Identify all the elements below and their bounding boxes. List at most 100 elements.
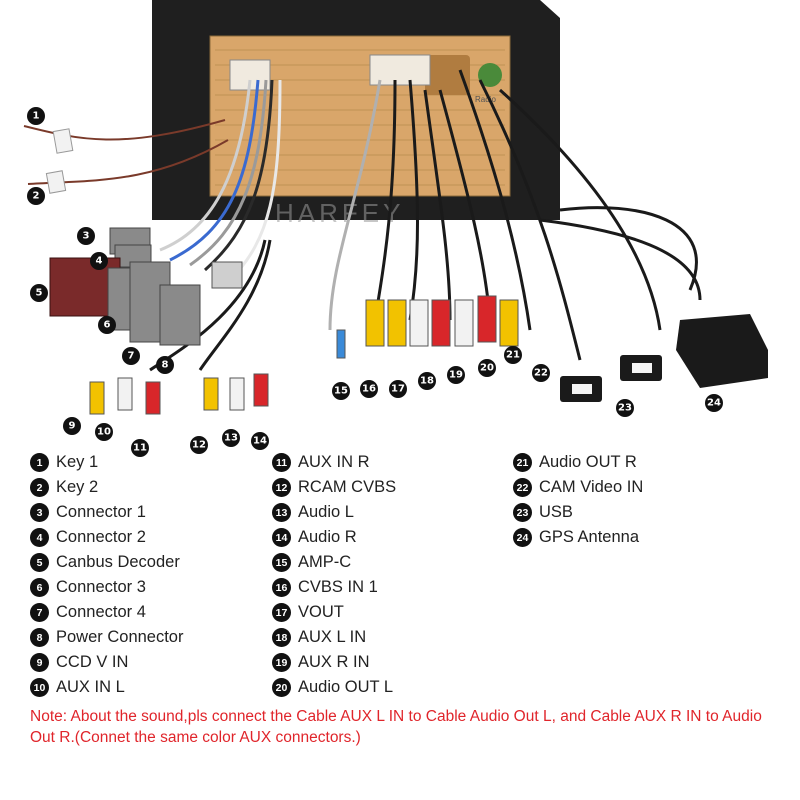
- callout-24: 24: [705, 394, 723, 412]
- legend-item: 1 Key 1: [30, 450, 183, 475]
- legend-number-badge: 21: [513, 453, 532, 472]
- callout-markers: 1 2 3 4 5 6 7 8 9 10 11 12 13 14 15 16 1…: [27, 107, 723, 457]
- legend-item: 12 RCAM CVBS: [272, 475, 396, 500]
- wiring-note: Note: About the sound,pls connect the Ca…: [30, 708, 762, 746]
- legend-number-badge: 5: [30, 553, 49, 572]
- legend-item: 19 AUX R IN: [272, 650, 396, 675]
- legend-label: AUX R IN: [298, 653, 370, 671]
- legend-label: USB: [539, 503, 573, 521]
- legend-label: Connector 2: [56, 528, 146, 546]
- legend-item: 20 Audio OUT L: [272, 675, 396, 700]
- legend-number-badge: 8: [30, 628, 49, 647]
- key-wires: [23, 119, 229, 194]
- callout-5: 5: [30, 284, 48, 302]
- callout-14: 14: [251, 432, 269, 450]
- legend-column-3: 21 Audio OUT R 22 CAM Video IN 23 USB 24 GPS…: [513, 450, 643, 550]
- legend-item: 22 CAM Video IN: [513, 475, 643, 500]
- callout-9: 9: [63, 417, 81, 435]
- svg-text:17: 17: [391, 384, 405, 395]
- svg-text:20: 20: [480, 363, 494, 374]
- legend-number-badge: 15: [272, 553, 291, 572]
- legend-number-badge: 3: [30, 503, 49, 522]
- legend-number-badge: 13: [272, 503, 291, 522]
- svg-text:2: 2: [33, 191, 40, 202]
- connectors: [49, 227, 243, 346]
- legend-number-badge: 20: [272, 678, 291, 697]
- svg-text:13: 13: [224, 433, 238, 444]
- legend-item: 23 USB: [513, 500, 643, 525]
- svg-text:24: 24: [707, 398, 721, 409]
- legend-number-badge: 23: [513, 503, 532, 522]
- legend-label: Connector 4: [56, 603, 146, 621]
- callout-16: 16: [360, 380, 378, 398]
- legend-label: Audio OUT R: [539, 453, 637, 471]
- svg-text:7: 7: [128, 351, 135, 362]
- legend-label: Key 1: [56, 453, 99, 471]
- svg-text:4: 4: [96, 256, 103, 267]
- callout-19: 19: [447, 366, 465, 384]
- svg-text:10: 10: [97, 427, 111, 438]
- svg-text:16: 16: [362, 384, 376, 395]
- callout-15: 15: [332, 382, 350, 400]
- legend-number-badge: 2: [30, 478, 49, 497]
- legend-number-badge: 12: [272, 478, 291, 497]
- legend-number-badge: 17: [272, 603, 291, 622]
- callout-10: 10: [95, 423, 113, 441]
- legend-label: CAM Video IN: [539, 478, 644, 496]
- legend-number-badge: 11: [272, 453, 291, 472]
- legend-label: Audio OUT L: [298, 678, 394, 696]
- radio-label: Radio: [475, 95, 496, 104]
- legend-label: GPS Antenna: [539, 528, 639, 546]
- callout-1: 1: [27, 107, 45, 125]
- legend-label: Power Connector: [56, 628, 184, 646]
- legend-item: 2 Key 2: [30, 475, 183, 500]
- svg-text:23: 23: [618, 403, 632, 414]
- wire-bundle: [149, 69, 662, 372]
- legend-item: 21 Audio OUT R: [513, 450, 643, 475]
- callout-20: 20: [478, 359, 496, 377]
- legend-number-badge: 22: [513, 478, 532, 497]
- svg-text:11: 11: [133, 443, 147, 454]
- callout-22: 22: [532, 364, 550, 382]
- svg-text:14: 14: [253, 436, 267, 447]
- legend-label: Canbus Decoder: [56, 553, 180, 571]
- legend-number-badge: 6: [30, 578, 49, 597]
- legend-label: AUX IN L: [56, 678, 125, 696]
- callout-3: 3: [77, 227, 95, 245]
- svg-text:21: 21: [506, 350, 520, 361]
- callout-7: 7: [122, 347, 140, 365]
- callout-11: 11: [131, 439, 149, 457]
- legend-number-badge: 16: [272, 578, 291, 597]
- legend-number-badge: 24: [513, 528, 532, 547]
- legend-number-badge: 10: [30, 678, 49, 697]
- svg-text:18: 18: [420, 376, 434, 387]
- callout-23: 23: [616, 399, 634, 417]
- legend-number-badge: 7: [30, 603, 49, 622]
- usb-and-gps: [539, 206, 768, 402]
- rca-plugs: [89, 295, 519, 415]
- legend-label: RCAM CVBS: [298, 478, 397, 496]
- callout-12: 12: [190, 436, 208, 454]
- legend-label: VOUT: [298, 603, 344, 621]
- svg-text:3: 3: [83, 231, 90, 242]
- svg-text:1: 1: [33, 111, 40, 122]
- legend-label: AUX IN R: [298, 453, 370, 471]
- svg-text:6: 6: [104, 320, 111, 331]
- legend-number-badge: 1: [30, 453, 49, 472]
- legend-label: Key 2: [56, 478, 99, 496]
- legend-label: Connector 3: [56, 578, 146, 596]
- svg-text:5: 5: [36, 288, 43, 299]
- svg-text:19: 19: [449, 370, 463, 381]
- legend-number-badge: 19: [272, 653, 291, 672]
- legend-label: CCD V IN: [56, 653, 129, 671]
- callout-2: 2: [27, 187, 45, 205]
